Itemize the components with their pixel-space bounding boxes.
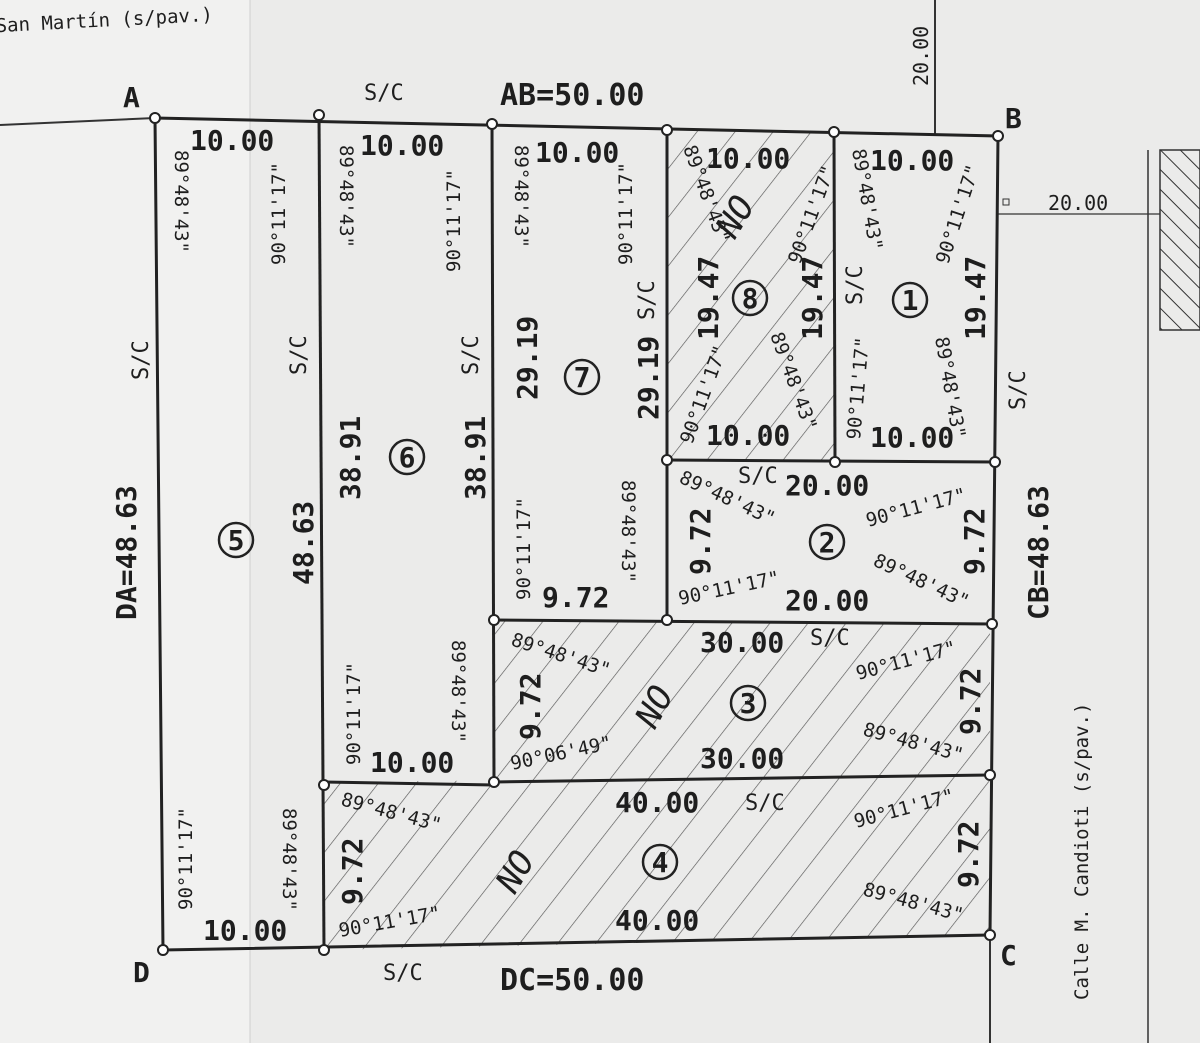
side-da: DA=48.63: [110, 485, 143, 620]
lot-5: 5 10.00 10.00 48.63 89°48'43" 90°11'17" …: [170, 124, 320, 947]
svg-text:90°11'17": 90°11'17": [268, 162, 290, 265]
svg-text:89°48'43": 89°48'43": [617, 480, 639, 583]
svg-text:38.91: 38.91: [334, 416, 367, 500]
lot-7-number: 7: [574, 361, 591, 394]
svg-text:9.72: 9.72: [336, 838, 369, 905]
svg-text:40.00: 40.00: [615, 786, 699, 819]
svg-text:30.00: 30.00: [700, 626, 784, 659]
svg-text:S/C: S/C: [383, 961, 423, 986]
svg-text:S/C: S/C: [459, 335, 484, 375]
lot-1-number: 1: [902, 284, 919, 317]
lot-1: 1 10.00 10.00 19.47 89°48'43" 90°11'17" …: [843, 144, 992, 454]
svg-text:S/C: S/C: [1006, 370, 1031, 410]
hatched-areas: [324, 130, 990, 950]
lot-6-number: 6: [399, 441, 416, 474]
svg-text:89°48'43": 89°48'43": [278, 808, 300, 911]
corner-a: A: [123, 81, 140, 114]
vertex-markers: [149, 109, 1004, 956]
corner-c: C: [1000, 939, 1017, 972]
lot-6: 6 10.00 10.00 38.91 38.91 89°48'43" 90°1…: [334, 129, 492, 779]
lot-7: 7 10.00 9.72 29.19 29.19 89°48'43" 90°11…: [510, 136, 665, 614]
svg-text:10.00: 10.00: [360, 129, 444, 162]
svg-text:29.19: 29.19: [511, 316, 544, 400]
svg-text:10.00: 10.00: [370, 746, 454, 779]
street-right-label: Calle M. Candioti (s/pav.): [1071, 703, 1093, 1000]
svg-text:9.72: 9.72: [514, 673, 547, 740]
svg-text:10.00: 10.00: [535, 136, 619, 169]
svg-text:10.00: 10.00: [203, 914, 287, 947]
svg-text:9.72: 9.72: [954, 668, 987, 735]
svg-text:S/C: S/C: [635, 280, 660, 320]
svg-text:20.00: 20.00: [785, 469, 869, 502]
svg-text:19.47: 19.47: [692, 256, 725, 340]
svg-text:38.91: 38.91: [459, 416, 492, 500]
svg-text:89°48'43": 89°48'43": [170, 150, 192, 253]
lot-2-number: 2: [819, 526, 836, 559]
sc-labels: S/C S/C S/C S/C S/C S/C S/C S/C S/C S/C …: [129, 81, 1031, 986]
svg-text:90°11'17": 90°11'17": [615, 162, 637, 265]
corner-b: B: [1005, 102, 1022, 135]
svg-text:19.47: 19.47: [796, 256, 829, 340]
svg-text:40.00: 40.00: [615, 904, 699, 937]
svg-text:10.00: 10.00: [706, 142, 790, 175]
offset-horizontal: 20.00: [1048, 191, 1108, 215]
svg-text:10.00: 10.00: [870, 144, 954, 177]
svg-text:89°48'43": 89°48'43": [335, 145, 357, 248]
svg-text:10.00: 10.00: [870, 421, 954, 454]
svg-text:90°11'17": 90°11'17": [443, 169, 465, 272]
side-dc: DC=50.00: [500, 963, 645, 998]
svg-text:10.00: 10.00: [190, 124, 274, 157]
svg-text:89°48'43": 89°48'43": [510, 145, 532, 248]
svg-text:48.63: 48.63: [287, 501, 320, 585]
svg-text:90°11'17": 90°11'17": [175, 807, 197, 910]
svg-text:9.72: 9.72: [958, 508, 991, 575]
svg-text:10.00: 10.00: [706, 419, 790, 452]
svg-text:29.19: 29.19: [632, 336, 665, 420]
svg-text:S/C: S/C: [129, 340, 154, 380]
side-cb: CB=48.63: [1022, 485, 1055, 620]
svg-text:20.00: 20.00: [785, 584, 869, 617]
svg-text:9.72: 9.72: [684, 508, 717, 575]
offset-vertical: 20.00: [909, 26, 933, 86]
svg-text:S/C: S/C: [287, 335, 312, 375]
lot-4-number: 4: [652, 846, 669, 879]
svg-text:89°48'43": 89°48'43": [447, 640, 469, 743]
svg-text:S/C: S/C: [364, 81, 404, 106]
svg-text:S/C: S/C: [745, 791, 785, 816]
side-ab: AB=50.00: [500, 78, 645, 113]
svg-text:30.00: 30.00: [700, 742, 784, 775]
lot-3-number: 3: [740, 687, 757, 720]
svg-text:90°11'17": 90°11'17": [513, 497, 535, 600]
svg-text:9.72: 9.72: [542, 581, 609, 614]
svg-text:S/C: S/C: [843, 265, 868, 305]
corner-d: D: [133, 956, 150, 989]
svg-text:9.72: 9.72: [952, 821, 985, 888]
svg-text:S/C: S/C: [738, 464, 778, 489]
lot-8-number: 8: [742, 282, 759, 315]
lot-5-number: 5: [228, 524, 245, 557]
svg-text:90°11'17": 90°11'17": [343, 662, 365, 765]
svg-text:19.47: 19.47: [959, 256, 992, 340]
svg-text:S/C: S/C: [810, 626, 850, 651]
